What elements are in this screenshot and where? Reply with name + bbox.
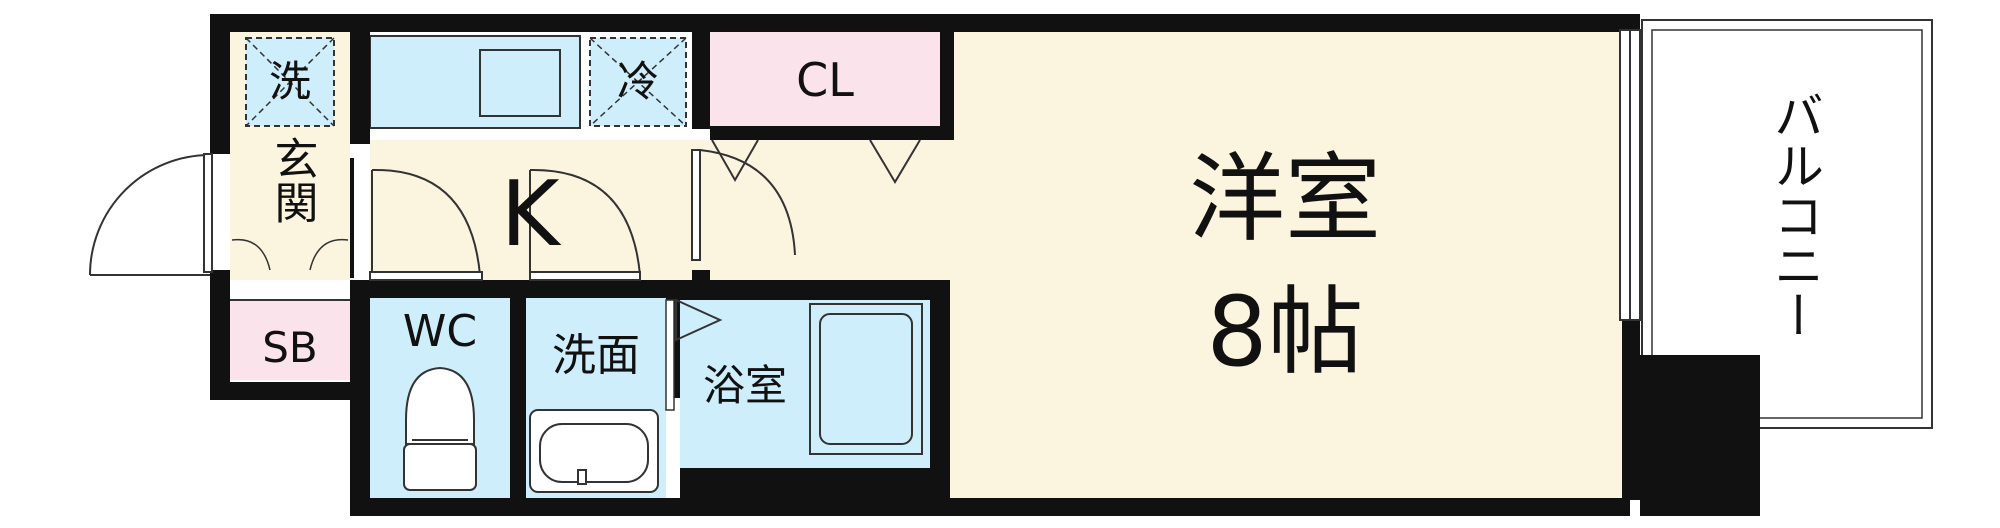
bathroom-door [675,298,723,342]
main-room-label: 洋室 [1189,143,1381,255]
walls [210,14,1760,516]
bathtub [809,303,923,455]
closet-doors [711,139,921,184]
balcony-label: バルコニー [1766,90,1824,340]
closet-label: CL [796,53,854,107]
washer-space-label: 洗 [269,57,311,106]
shoe-box-label: SB [262,323,317,372]
kitchen-floor [370,140,700,280]
bathroom-label: 浴室 [703,361,787,410]
wash-basin [529,409,659,493]
kitchen-counter [369,35,581,129]
washroom-label: 洗面 [552,330,640,381]
entrance-door [89,153,213,276]
balcony-floor [1641,19,1933,429]
fridge-space-label: 冷 [617,57,659,106]
main-room-floor [950,30,1632,500]
entrance-label: 玄関 [267,136,318,224]
kitchen-label: K [500,162,561,267]
hall-floor [700,140,950,280]
toilet-fixture [403,366,477,491]
closet-floor [710,32,940,127]
toilet-label: WC [403,306,477,357]
shoe-box-floor [230,300,350,380]
balcony-window [1619,29,1641,321]
kitchen-doors [369,149,796,281]
main-room-size: 8帖 [1206,276,1363,388]
kitchen-sink [479,49,561,117]
